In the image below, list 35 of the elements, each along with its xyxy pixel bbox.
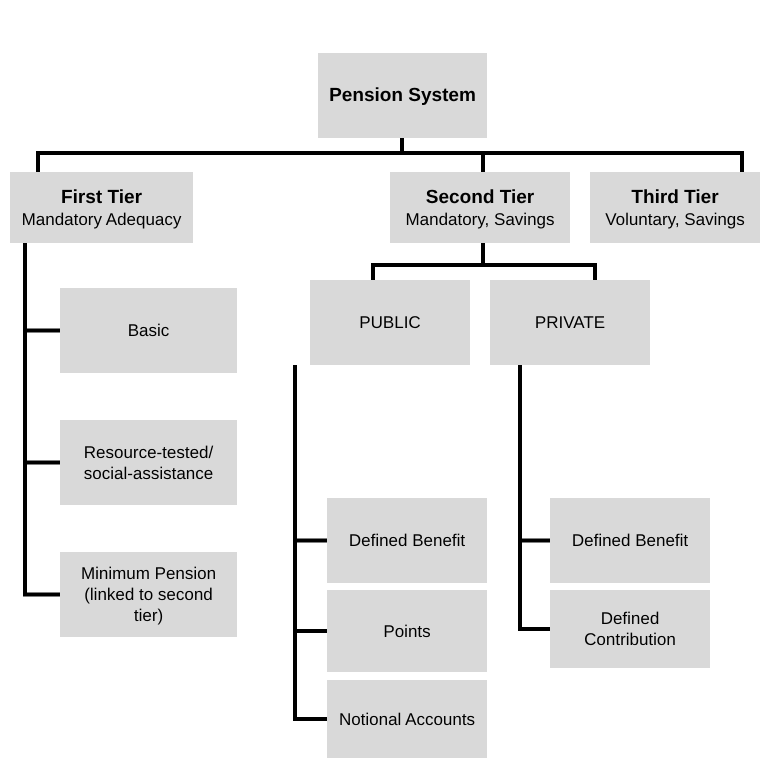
tier-box [318, 53, 487, 138]
tier-box [327, 498, 487, 583]
box-heading: Second Tier [426, 186, 534, 208]
box-text: Basic [128, 320, 170, 341]
box-heading: Third Tier [631, 186, 719, 208]
tier-box [10, 172, 193, 243]
box-text: Minimum Pension (linked to second tier) [80, 563, 218, 626]
box-text: Mandatory, Savings [406, 208, 554, 230]
connector-line [400, 138, 744, 172]
tier-box [590, 172, 760, 243]
box-text: PRIVATE [534, 312, 606, 333]
connector-line [293, 365, 327, 721]
connector-line [518, 365, 550, 631]
tier-box [390, 172, 570, 243]
box-heading: First Tier [61, 186, 142, 208]
tier-box [490, 280, 650, 365]
box-text: Defined Benefit [572, 530, 688, 551]
box-text: Defined Benefit [348, 530, 466, 551]
box-text: Resource-tested/ social-assistance [82, 442, 214, 484]
tier-box [60, 552, 237, 637]
box-heading: Pension System [329, 84, 476, 107]
box-text: Notional Accounts [338, 708, 476, 730]
tier-box [327, 680, 487, 758]
tier-box [550, 498, 710, 583]
tier-box [60, 420, 237, 505]
box-text: Defined Contribution [583, 608, 677, 650]
tier-box [327, 590, 487, 672]
tier-box [550, 590, 710, 668]
box-text: Voluntary, Savings [605, 208, 745, 230]
tier-box [60, 288, 237, 373]
tier-box [310, 280, 470, 365]
box-text: Points [383, 620, 431, 642]
connector-line [23, 243, 60, 596]
box-text: Mandatory Adequacy [22, 208, 182, 230]
box-text: PUBLIC [359, 312, 421, 333]
